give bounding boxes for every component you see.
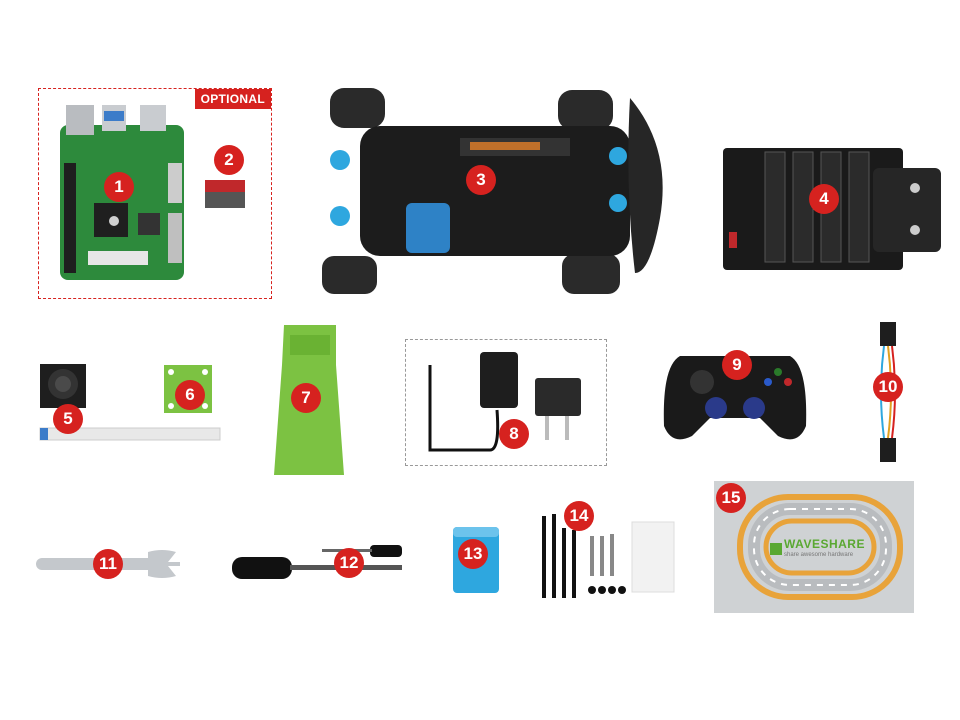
optional-label: OPTIONAL <box>194 89 271 109</box>
badge-14: 14 <box>564 501 594 531</box>
badge-7: 7 <box>291 383 321 413</box>
screwdriver-set <box>230 543 410 588</box>
screw-kit <box>538 510 678 600</box>
badge-11: 11 <box>93 549 123 579</box>
badge-15: 15 <box>716 483 746 513</box>
camera-module <box>38 362 228 442</box>
microsd-card <box>203 178 247 210</box>
power-adapter <box>425 350 595 460</box>
badge-10: 10 <box>873 372 903 402</box>
badge-9: 9 <box>722 350 752 380</box>
raspberry-pi-board <box>58 103 188 283</box>
badge-13: 13 <box>458 539 488 569</box>
optional-group-box: OPTIONAL <box>38 88 272 299</box>
badge-5: 5 <box>53 404 83 434</box>
badge-8: 8 <box>499 419 529 449</box>
mat-tagline-text: share awesome hardware <box>784 552 854 558</box>
badge-4: 4 <box>809 184 839 214</box>
badge-6: 6 <box>175 380 205 410</box>
badge-12: 12 <box>334 548 364 578</box>
mat-brand-text: WAVESHARE <box>784 537 865 551</box>
badge-1: 1 <box>104 172 134 202</box>
power-supply-box <box>405 339 607 466</box>
gamepad-controller <box>660 346 810 446</box>
badge-2: 2 <box>214 145 244 175</box>
badge-3: 3 <box>466 165 496 195</box>
track-map-mat <box>714 481 914 613</box>
car-chassis <box>300 88 680 298</box>
